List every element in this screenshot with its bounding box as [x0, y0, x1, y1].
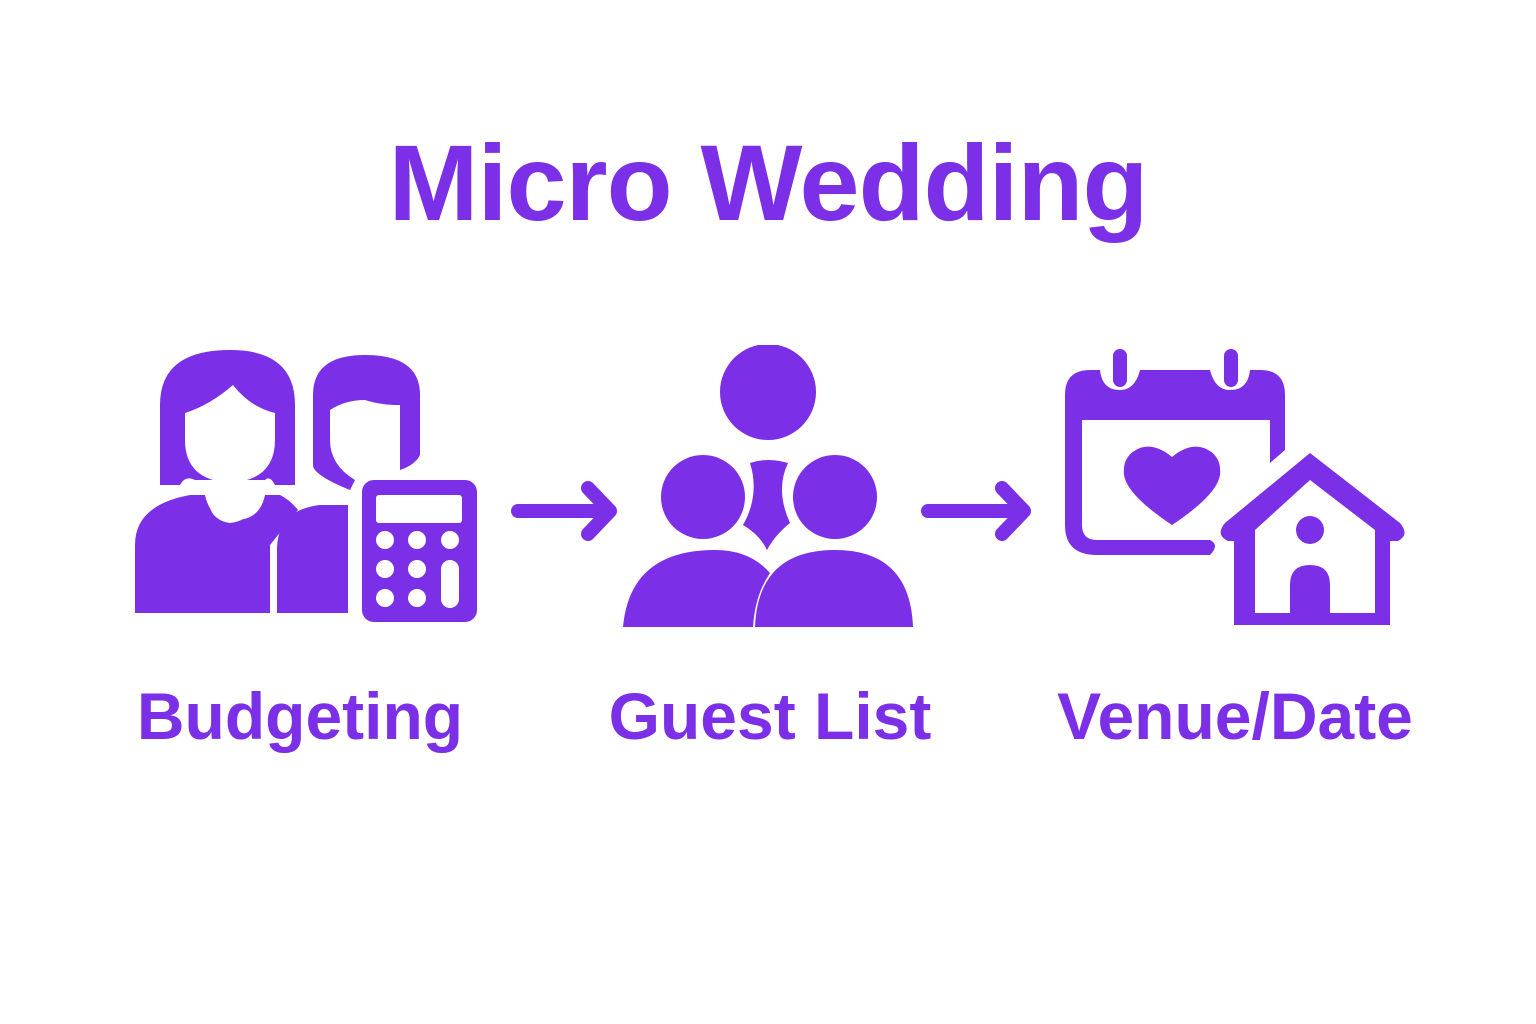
arrow-right-icon [921, 481, 1031, 541]
step-label-guest-list: Guest List [608, 679, 932, 753]
couple-calculator-icon [135, 350, 477, 622]
calendar-heart-house-icon [1065, 349, 1405, 625]
arrow-right-icon [511, 481, 617, 541]
step-label-venue-date: Venue/Date [1057, 679, 1413, 753]
diagram-title: Micro Wedding [388, 122, 1149, 243]
step-label-budgeting: Budgeting [136, 679, 464, 753]
group-people-icon [623, 345, 913, 627]
